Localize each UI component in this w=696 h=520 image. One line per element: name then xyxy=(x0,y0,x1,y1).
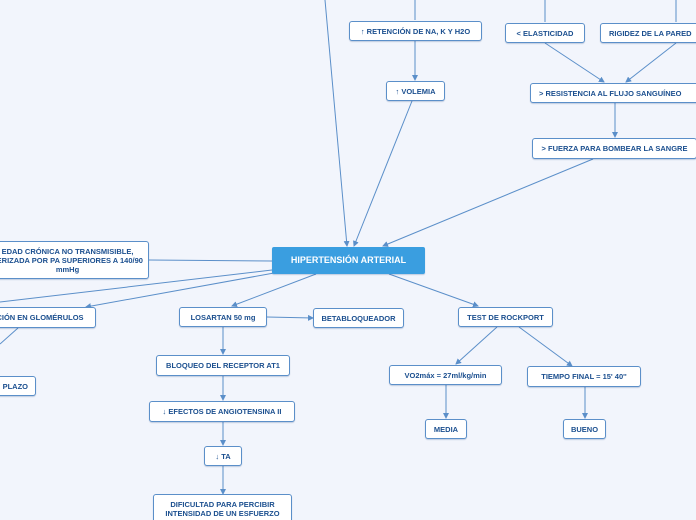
node-enfermedad[interactable]: EDAD CRÓNICA NO TRANSMISIBLE, TERIZADA P… xyxy=(0,241,149,279)
edge-volemia-central xyxy=(353,100,413,247)
node-fuerza-label: > FUERZA PARA BOMBEAR LA SANGRE xyxy=(541,144,688,153)
node-elasticidad-label: < ELASTICIDAD xyxy=(516,28,574,38)
node-vo2-label: VO2máx = 27ml/kg/min xyxy=(404,370,487,380)
node-glomerulos-label: CIÓN EN GLOMÉRULOS xyxy=(0,313,84,322)
node-dificultad-label: DIFICULTAD PARA PERCIBIR INTENSIDAD DE U… xyxy=(165,500,280,518)
node-losartan-label: LOSARTAN 50 mg xyxy=(190,312,256,322)
node-losartan[interactable]: LOSARTAN 50 mg xyxy=(179,307,267,327)
node-ta-label: ↓ TA xyxy=(215,451,231,461)
node-rockport-label: TEST DE ROCKPORT xyxy=(467,312,544,322)
node-volemia[interactable]: ↑ VOLEMIA xyxy=(386,81,445,101)
edge-rockport-vo2 xyxy=(455,326,498,365)
node-media-label: MEDIA xyxy=(433,424,459,434)
edge-central-rockport xyxy=(388,273,479,308)
node-betabloqueador-label: BETABLOQUEADOR xyxy=(321,313,396,323)
node-angiotensina[interactable]: ↓ EFECTOS DE ANGIOTENSINA II xyxy=(149,401,295,422)
node-rockport[interactable]: TEST DE ROCKPORT xyxy=(458,307,553,327)
node-resistencia-label: > RESISTENCIA AL FLUJO SANGUÍNEO xyxy=(539,88,682,98)
edge-central-left-offscreen xyxy=(0,269,273,303)
node-ta[interactable]: ↓ TA xyxy=(204,446,242,466)
edge-central-enfermedad xyxy=(148,259,273,262)
node-rigidez-label: RIGIDEZ DE LA PARED xyxy=(609,28,692,38)
node-retencion-label: ↑ RETENCIÓN DE NA, K Y H2O xyxy=(360,26,471,36)
node-glomerulos[interactable]: CIÓN EN GLOMÉRULOS xyxy=(0,307,96,328)
node-angiotensina-label: ↓ EFECTOS DE ANGIOTENSINA II xyxy=(162,407,282,416)
edge-fuerza-central xyxy=(382,158,594,247)
edge-losartan-betabloqueador xyxy=(266,314,314,321)
node-bueno[interactable]: BUENO xyxy=(563,419,606,439)
node-betabloqueador[interactable]: BETABLOQUEADOR xyxy=(313,308,404,328)
node-tiempo[interactable]: TIEMPO FINAL = 15' 40'' xyxy=(527,366,641,387)
node-bloqueo[interactable]: BLOQUEO DEL RECEPTOR AT1 xyxy=(156,355,290,376)
node-elasticidad[interactable]: < ELASTICIDAD xyxy=(505,23,585,43)
node-vo2[interactable]: VO2máx = 27ml/kg/min xyxy=(389,365,502,385)
node-enfermedad-label: EDAD CRÓNICA NO TRANSMISIBLE, TERIZADA P… xyxy=(0,246,143,274)
node-volemia-label: ↑ VOLEMIA xyxy=(395,86,436,96)
edge-central-glomerulos xyxy=(85,272,275,310)
node-retencion[interactable]: ↑ RETENCIÓN DE NA, K Y H2O xyxy=(349,21,482,41)
edge-central-losartan xyxy=(231,273,317,308)
node-fuerza[interactable]: > FUERZA PARA BOMBEAR LA SANGRE xyxy=(532,138,696,159)
node-tiempo-label: TIEMPO FINAL = 15' 40'' xyxy=(541,372,627,381)
node-rigidez[interactable]: RIGIDEZ DE LA PARED xyxy=(600,23,696,43)
node-bueno-label: BUENO xyxy=(570,424,599,434)
node-dificultad[interactable]: DIFICULTAD PARA PERCIBIR INTENSIDAD DE U… xyxy=(153,494,292,520)
central-topic-label: HIPERTENSIÓN ARTERIAL xyxy=(290,255,407,265)
edge-elasticidad-resistencia xyxy=(544,42,605,83)
edge-glomerulos-plazo xyxy=(0,327,19,345)
central-topic[interactable]: HIPERTENSIÓN ARTERIAL xyxy=(272,247,425,274)
node-bloqueo-label: BLOQUEO DEL RECEPTOR AT1 xyxy=(166,361,280,370)
node-plazo[interactable]: PLAZO xyxy=(0,376,36,396)
node-media[interactable]: MEDIA xyxy=(425,419,467,439)
edge-rockport-tiempo xyxy=(518,326,573,367)
node-resistencia[interactable]: > RESISTENCIA AL FLUJO SANGUÍNEO xyxy=(530,83,696,103)
edge-rigidez-resistencia xyxy=(625,42,677,83)
edge-top-to-central xyxy=(324,0,350,247)
node-plazo-label: PLAZO xyxy=(2,381,28,391)
